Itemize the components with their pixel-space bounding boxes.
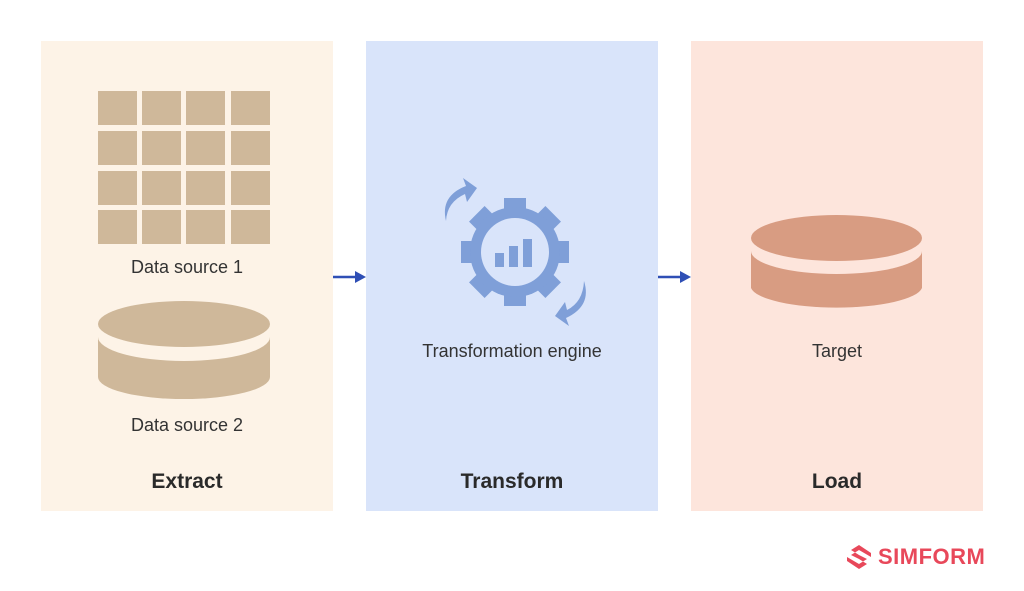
load-title: Load — [811, 470, 863, 493]
target-database-icon — [751, 215, 922, 308]
table-grid-icon — [98, 91, 270, 244]
data-source-graphics — [98, 91, 270, 399]
target-label: Target — [811, 341, 863, 361]
extract-panel: Data source 1 Data source 2 Extract — [41, 41, 333, 511]
extract-title: Extract — [151, 470, 223, 493]
brand-name: SIMFORM — [878, 544, 986, 569]
simform-logo: SIMFORM — [846, 544, 985, 570]
data-source-2-label: Data source 2 — [130, 415, 244, 435]
database-cylinder-icon — [98, 301, 270, 399]
transform-panel: Transformation engine Transform — [366, 41, 658, 511]
gear-chart-icon — [444, 178, 586, 326]
transformation-engine-label: Transformation engine — [422, 341, 602, 361]
data-source-1-label: Data source 1 — [130, 257, 244, 277]
rotate-arrow-icon — [555, 281, 586, 326]
transform-title: Transform — [460, 470, 564, 493]
rotate-arrow-icon — [444, 178, 477, 221]
load-panel: Target Load — [691, 41, 983, 511]
simform-logo-icon — [847, 545, 871, 569]
